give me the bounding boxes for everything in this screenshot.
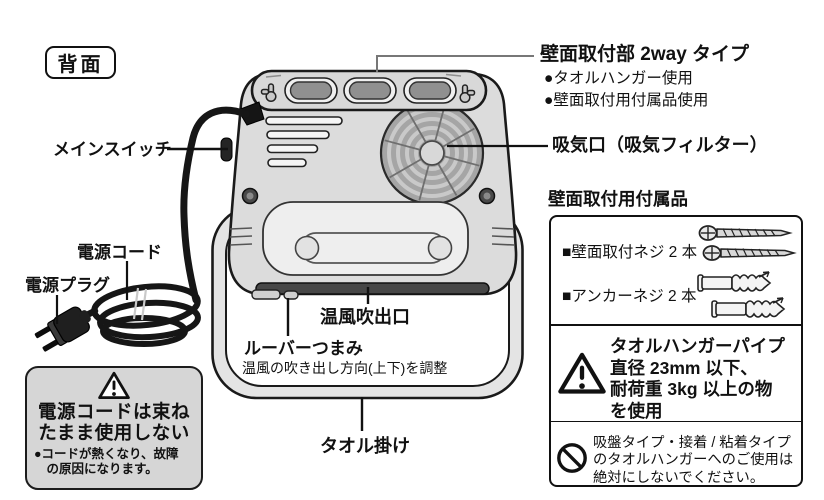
anchor-illustration	[697, 271, 786, 318]
wall-screws-icon	[698, 225, 797, 261]
wall-mount-use2-label: ●壁面取付用付属品使用	[544, 92, 709, 109]
power-plug-label: 電源プラグ	[25, 276, 110, 295]
accessories-divider-1	[551, 324, 801, 326]
wall-mount-leader-line	[376, 55, 534, 72]
anchor-screws-item: ■アンカーネジ 2 本	[562, 288, 697, 305]
grip-lines	[229, 227, 515, 246]
accessories-divider-2	[551, 421, 801, 422]
warm-air-outlet-label: 温風吹出口	[320, 307, 410, 327]
view-label-box: 背面	[45, 46, 116, 79]
louver-knob-label: ルーバーつまみ	[244, 339, 363, 358]
leader-lines	[55, 55, 548, 431]
cord-warning-note: ●コードが熱くなり、故障 の原因になります。	[34, 446, 179, 476]
louver-knob-desc: 温風の吹き出し方向(上下)を調整	[242, 360, 448, 376]
cord-warning-title: 電源コードは束ね たまま使用しない	[37, 401, 190, 443]
hanger-caution-text: タオルハンガーパイプ 直径 23mm 以下、 耐荷重 3kg 以上の物 を使用	[610, 336, 785, 422]
power-plug-illustration	[34, 306, 91, 352]
wall-screws-item: ■壁面取付ネジ 2 本	[562, 244, 698, 261]
warm-air-outlet-slot	[251, 282, 490, 300]
fan-hub	[419, 140, 445, 166]
wall-mount-bracket	[250, 69, 488, 112]
power-cord-label: 電源コード	[77, 243, 162, 262]
screw-illustration	[698, 225, 797, 261]
wall-mount-label: 壁面取付部 2way タイプ	[540, 44, 750, 65]
recessed-handle-panel	[262, 201, 469, 276]
accessories-box: ■壁面取付ネジ 2 本	[549, 215, 803, 487]
main-switch-label: メインスイッチ	[53, 140, 172, 159]
bracket-slots	[284, 77, 457, 104]
caution-triangle-icon	[558, 352, 606, 394]
cord-tie-band	[132, 287, 148, 321]
vent-slats	[265, 116, 343, 168]
keyhole-mounts	[260, 83, 476, 104]
fan-intake-grille	[379, 100, 485, 206]
view-label: 背面	[57, 54, 104, 76]
hanger-prohibition-text: 吸盤タイプ・接着 / 粘着タイプ のタオルハンガーへのご使用は 絶対にしないでく…	[593, 435, 794, 486]
anchor-screws-icon	[697, 271, 786, 318]
body-screws	[241, 187, 496, 205]
louver-knob-tab	[251, 289, 281, 300]
air-intake-label: 吸気口（吸気フィルター）	[552, 135, 768, 155]
prohibition-icon	[557, 443, 587, 473]
warning-triangle-icon	[98, 371, 130, 400]
power-cord-illustration	[34, 101, 265, 352]
accessories-heading: 壁面取付用付属品	[548, 189, 688, 209]
towel-rack-label: タオル掛け	[320, 436, 410, 456]
cord-warning-box: 電源コードは束ね たまま使用しない ●コードが熱くなり、故障 の原因になります。	[25, 366, 203, 490]
wall-mount-use1-label: ●タオルハンガー使用	[544, 70, 693, 87]
